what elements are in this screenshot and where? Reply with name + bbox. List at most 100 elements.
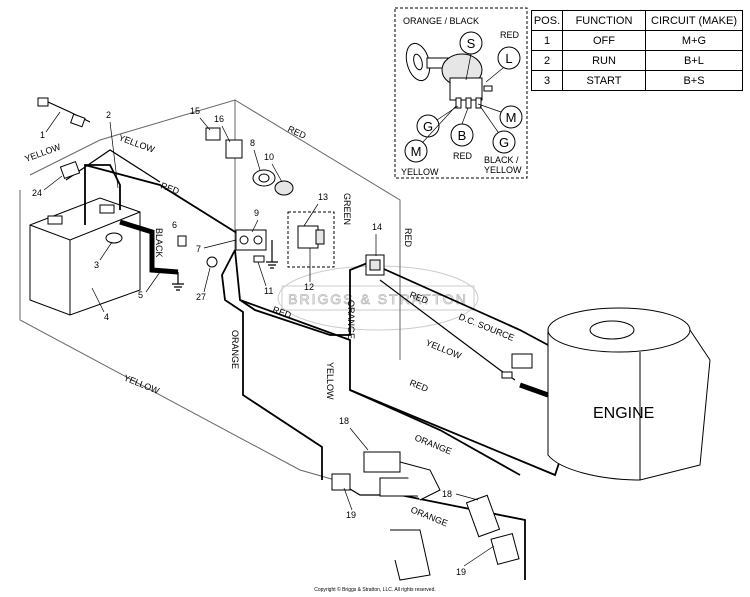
wire-label-black: BLACK [154,228,164,258]
wire-label-orange-1: ORANGE [230,330,240,369]
wire-label-orange-4: ORANGE [409,505,449,529]
svg-text:7: 7 [196,244,201,254]
callout-9: 9 [251,208,259,233]
cell-function: RUN [562,50,646,71]
wire-label-yellow-5: YELLOW [325,362,335,400]
terminal-m-right-circle: M [499,105,523,129]
part-8-nut [252,169,276,187]
header-circuit: CIRCUIT (MAKE) [645,10,743,31]
seat-switch-19a [331,451,441,501]
header-pos: POS. [531,10,563,31]
cell-circuit: B+S [645,70,743,91]
svg-text:L: L [505,51,512,66]
cell-function: OFF [562,30,646,51]
svg-text:M: M [506,110,517,125]
svg-text:6: 6 [172,220,177,230]
inset-black-yellow-label-1: BLACK / [484,155,519,165]
header-function: FUNCTION [562,10,646,31]
callout-1: 1 [40,111,61,140]
callout-16: 16 [214,114,231,143]
inset-red-bottom-label: RED [453,151,473,161]
svg-text:8: 8 [250,138,255,148]
callout-6: 6 [172,220,177,230]
svg-text:12: 12 [304,282,314,292]
callout-19-b: 19 [456,545,495,577]
connector-14 [365,254,385,276]
wire-label-yellow-2: YELLOW [117,132,156,154]
callout-19-a: 19 [343,487,356,520]
svg-text:18: 18 [339,416,349,426]
wire-label-dc-source: D.C. SOURCE [457,312,515,343]
part-15-clip [205,127,221,141]
terminal-l-circle: L [497,46,521,70]
svg-text:13: 13 [318,192,328,202]
callout-12: 12 [304,248,314,292]
svg-text:19: 19 [456,567,466,577]
table-row: 1 OFF M+G [531,30,743,51]
part-6-bolt [177,235,187,247]
table-row: 3 START B+S [531,70,743,91]
ground-symbol-2 [266,240,278,269]
ignition-switch [297,225,325,249]
connector-24 [59,160,81,180]
svg-text:9: 9 [254,208,259,218]
terminal-s-circle: S [459,31,483,55]
terminal-b-circle: B [450,123,474,147]
svg-text:S: S [467,36,476,51]
brand-watermark: BRIGGS & STRATTON [277,265,479,331]
svg-text:G: G [423,119,433,134]
wire-label-orange-3: ORANGE [413,433,453,457]
svg-text:G: G [499,135,509,150]
cell-pos: 3 [531,70,563,91]
part-3-terminal [105,232,123,244]
callout-24: 24 [32,175,63,198]
svg-text:18: 18 [442,489,452,499]
terminal-g-left-circle: G [416,114,440,138]
svg-text:16: 16 [214,114,224,124]
svg-text:19: 19 [346,510,356,520]
callout-27: 27 [196,267,211,302]
wire-label-yellow-1: YELLOW [23,141,62,163]
terminal-g-right-circle: G [492,130,516,154]
wire-label-red-6: RED [408,378,430,395]
part-11-bolt [253,255,265,263]
svg-text:11: 11 [264,286,273,296]
cell-pos: 1 [531,30,563,51]
switch-inset-frame [394,7,528,179]
svg-text:3: 3 [94,260,99,270]
svg-text:15: 15 [190,106,200,116]
wire-label-green: GREEN [342,193,352,225]
callout-18-a: 18 [339,416,369,451]
starter-solenoid [235,229,267,251]
svg-text:2: 2 [106,110,111,120]
part-10-nut [274,180,294,196]
inset-black-yellow-label-2: YELLOW [484,165,522,175]
callout-11: 11 [257,261,273,296]
svg-text:24: 24 [32,188,42,198]
dc-source-connector [501,353,533,379]
svg-text:27: 27 [196,292,206,302]
circuit-table: POS. FUNCTION CIRCUIT (MAKE) 1 OFF M+G 2… [531,10,743,91]
inset-red-top-label: RED [500,30,520,40]
engine-label: ENGINE [593,405,654,422]
part-27-washer [206,256,218,268]
callout-7: 7 [196,239,237,254]
wire-label-red-2: RED [286,124,308,141]
ground-symbol-1 [172,272,184,291]
cell-function: START [562,70,646,91]
cell-circuit: M+G [645,30,743,51]
svg-text:1: 1 [40,130,45,140]
callout-2: 2 [106,110,119,189]
wire-label-yellow-3: YELLOW [424,338,463,362]
svg-text:B: B [458,128,467,143]
callout-3: 3 [94,241,113,270]
callout-10: 10 [264,152,283,183]
switch-inset-title: ORANGE / BLACK [403,16,479,26]
svg-text:BRIGGS & STRATTON: BRIGGS & STRATTON [288,291,468,307]
engine [547,307,711,481]
svg-text:5: 5 [138,290,143,300]
wire-label-orange-2: ORANGE [346,300,356,339]
callout-18-b: 18 [442,489,479,501]
copyright-notice: Copyright © Briggs & Stratton, LLC. All … [314,587,436,593]
